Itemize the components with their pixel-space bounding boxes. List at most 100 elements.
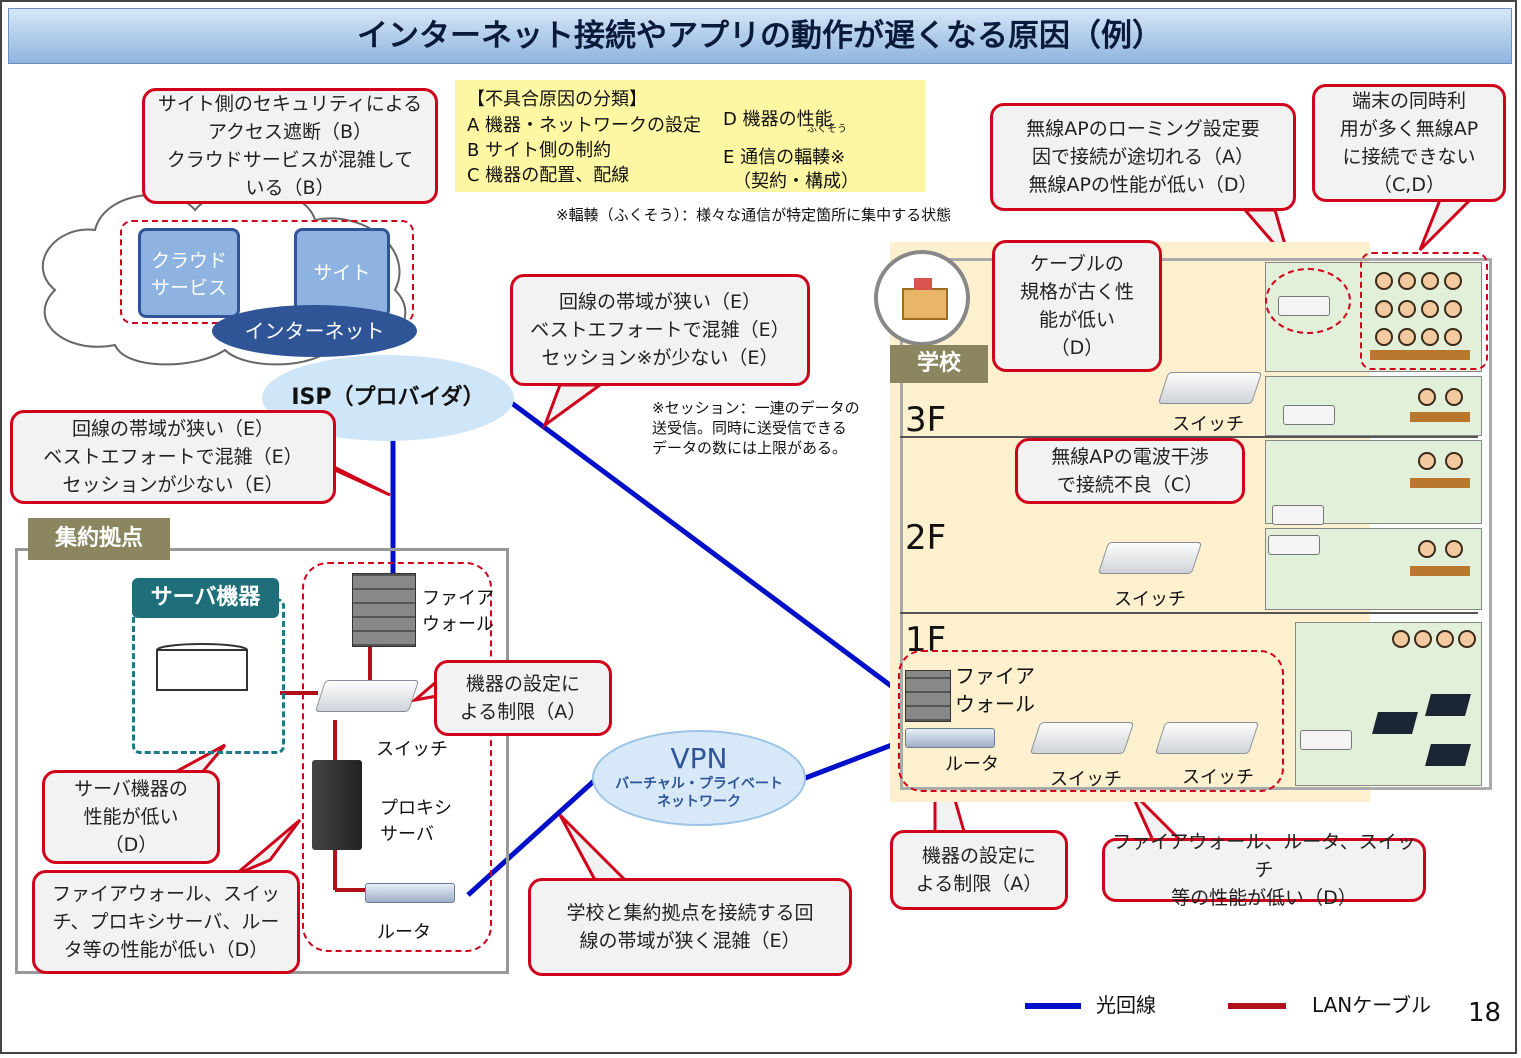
- student-icon: [1444, 300, 1462, 318]
- terminal-issue-area: [1360, 252, 1488, 370]
- lan-legend-label: LANケーブル: [1312, 993, 1432, 1017]
- school-router-label: ルータ: [945, 754, 999, 775]
- school-switch-3f-label: スイッチ: [1172, 414, 1244, 435]
- cause-a: A 機器・ネットワークの設定: [467, 115, 702, 136]
- callout-ap-roaming: 無線APのローミング設定要 因で接続が途切れる（A） 無線APの性能が低い（D）: [990, 103, 1296, 211]
- school-switch-2f-label: スイッチ: [1114, 589, 1186, 610]
- wireless-ap-icon: [1300, 730, 1352, 750]
- callout-interference: 無線APの電波干渉 で接続不良（C）: [1015, 438, 1245, 504]
- session-note: ※セッション：一連のデータの 送受信。同時に送受信できる データの数には上限があ…: [652, 399, 860, 457]
- classification-heading: 【不具合原因の分類】: [467, 89, 647, 110]
- callout-hub-bandwidth: 回線の帯域が狭い（E） ベストエフォートで混雑（E） セッションが少ない（E）: [10, 410, 336, 504]
- fiber-isp-school: [503, 395, 912, 703]
- school-building-icon: [874, 250, 970, 346]
- cause-classification-box: 【不具合原因の分類】 A 機器・ネットワークの設定 B サイト側の制約 C 機器…: [455, 80, 925, 192]
- server-storage-icon: [156, 643, 248, 691]
- cause-d: D 機器の性能: [723, 109, 833, 130]
- server-group-label: サーバ機器: [132, 578, 279, 618]
- school-switch-1f-a-label: スイッチ: [1050, 769, 1122, 790]
- hub-firewall-label: ファイア ウォール: [422, 588, 494, 635]
- student-icon: [1444, 328, 1462, 346]
- callout-hub-settings: 機器の設定に よる制限（A）: [434, 660, 612, 736]
- wireless-ap-icon: [1268, 535, 1320, 555]
- callout-site-security: サイト側のセキュリティによる アクセス遮断（B） クラウドサービスが混雑して い…: [142, 88, 438, 204]
- callout-isp-bandwidth: 回線の帯域が狭い（E） ベストエフォートで混雑（E） セッション※が少ない（E）: [510, 274, 810, 386]
- hub-switch-label: スイッチ: [376, 739, 448, 760]
- school-switch-1f-a-icon: [1029, 722, 1135, 754]
- teacher-icon: [1436, 630, 1454, 648]
- hub-label: 集約拠点: [28, 518, 170, 560]
- cloud-service-box: クラウド サービス: [138, 228, 240, 318]
- ap-issue-area: [1265, 268, 1351, 334]
- student-icon: [1398, 300, 1416, 318]
- page-number: 18: [1468, 998, 1502, 1028]
- student-icon: [1445, 452, 1463, 470]
- school-label: 学校: [890, 345, 988, 383]
- school-switch-1f-b-icon: [1154, 722, 1260, 754]
- school-router-icon: [905, 728, 995, 748]
- hub-devices-area: [302, 562, 492, 952]
- hub-firewall-icon: [352, 573, 416, 647]
- school-switch-3f-icon: [1157, 372, 1263, 404]
- student-icon: [1421, 300, 1439, 318]
- proxy-server-icon: [312, 760, 362, 850]
- vpn-subtitle: バーチャル・プライベート ネットワーク: [615, 776, 783, 810]
- fiber-legend-swatch: [1025, 1003, 1081, 1009]
- hub-router-icon: [365, 883, 455, 903]
- proxy-server-label: プロキシ サーバ: [380, 798, 452, 845]
- page-title: インターネット接続やアプリの動作が遅くなる原因（例）: [8, 8, 1512, 64]
- student-icon: [1445, 388, 1463, 406]
- teacher-icon: [1414, 630, 1432, 648]
- school-switch-2f-icon: [1097, 542, 1203, 574]
- desk-icon: [1410, 412, 1470, 422]
- desk-icon: [1370, 350, 1470, 360]
- callout-server-performance: サーバ機器の 性能が低い （D）: [42, 770, 220, 864]
- school-firewall-label: ファイア ウォール: [955, 664, 1035, 716]
- callout-hub-device-performance: ファイアウォール、スイッ チ、プロキシサーバ、ルー タ等の性能が低い（D）: [32, 870, 300, 974]
- fiber-legend-label: 光回線: [1096, 993, 1156, 1017]
- floor-3f-label: 3F: [905, 400, 947, 440]
- student-icon: [1418, 388, 1436, 406]
- lan-legend-swatch: [1228, 1003, 1286, 1009]
- cause-e: E 通信の輻輳※: [723, 147, 846, 168]
- school-switch-1f-b-label: スイッチ: [1182, 767, 1254, 788]
- student-icon: [1375, 300, 1393, 318]
- student-icon: [1445, 540, 1463, 558]
- laptop-icon: [1372, 712, 1418, 734]
- teacher-icon: [1392, 630, 1410, 648]
- student-icon: [1398, 272, 1416, 290]
- cause-c: C 機器の配置、配線: [467, 165, 630, 186]
- congestion-note: ※輻輳（ふくそう）：様々な通信が特定箇所に集中する状態: [556, 206, 952, 224]
- cause-e-ruby: ふくそう: [807, 124, 847, 135]
- floor-2f-label: 2F: [905, 518, 947, 558]
- callout-school-settings: 機器の設定に よる制限（A）: [890, 830, 1068, 910]
- laptop-icon: [1425, 694, 1471, 716]
- vpn-title: VPN: [670, 742, 728, 775]
- student-icon: [1398, 328, 1416, 346]
- laptop-icon: [1425, 744, 1471, 766]
- site-box: サイト: [294, 228, 390, 318]
- vpn-ellipse: VPN バーチャル・プライベート ネットワーク: [592, 730, 806, 826]
- desk-icon: [1410, 478, 1470, 488]
- fiber-vpn-hub: [466, 778, 597, 897]
- student-icon: [1421, 328, 1439, 346]
- callout-school-device-performance: ファイアウォール、ルータ、スイッチ 等の性能が低い（D）: [1102, 831, 1426, 909]
- callout-concurrent-use: 端末の同時利 用が多く無線AP に接続できない （C,D）: [1312, 84, 1506, 202]
- student-icon: [1421, 272, 1439, 290]
- fiber-vpn-school: [799, 737, 906, 783]
- wireless-ap-icon: [1272, 505, 1324, 525]
- cause-b: B サイト側の制約: [467, 140, 612, 161]
- hub-switch-icon: [314, 680, 420, 712]
- cause-e-sub: （契約・構成）: [733, 171, 859, 192]
- school-firewall-icon: [905, 670, 951, 722]
- student-icon: [1375, 272, 1393, 290]
- internet-ellipse: インターネット: [212, 305, 417, 357]
- student-icon: [1418, 452, 1436, 470]
- student-icon: [1444, 272, 1462, 290]
- wireless-ap-icon: [1283, 405, 1335, 425]
- hub-router-label: ルータ: [377, 922, 431, 943]
- callout-vpn-bandwidth: 学校と集約拠点を接続する回 線の帯域が狭く混雑（E）: [528, 878, 852, 976]
- callout-cable-spec: ケーブルの 規格が古く性 能が低い （D）: [992, 240, 1162, 372]
- student-icon: [1418, 540, 1436, 558]
